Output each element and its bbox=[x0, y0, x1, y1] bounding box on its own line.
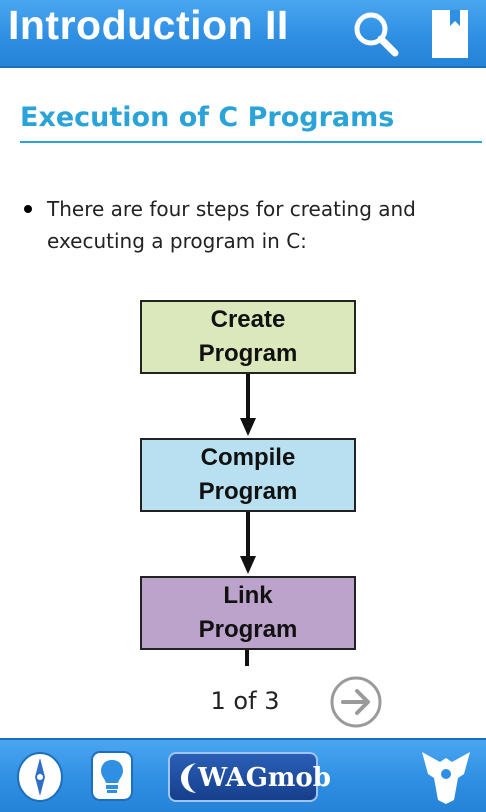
step-link-program: Link Program bbox=[140, 576, 356, 650]
page-title: Introduction II bbox=[8, 2, 289, 48]
crescent-icon bbox=[181, 763, 196, 793]
wagmob-logo[interactable]: WAGmob bbox=[168, 752, 331, 802]
section-divider bbox=[20, 141, 482, 143]
lightbulb-icon bbox=[91, 751, 133, 801]
down-arrow-icon bbox=[240, 512, 256, 574]
arrow-right-circle-icon bbox=[330, 676, 382, 728]
next-page-button[interactable] bbox=[328, 674, 384, 730]
compass-button[interactable] bbox=[14, 750, 66, 804]
bullet-icon bbox=[24, 205, 32, 213]
tips-button[interactable] bbox=[90, 750, 134, 802]
step-create-program: Create Program bbox=[140, 300, 356, 374]
search-icon bbox=[354, 12, 399, 57]
share-icon bbox=[422, 752, 470, 804]
share-button[interactable] bbox=[418, 748, 474, 806]
flow-connector bbox=[245, 650, 249, 666]
bookmark-button[interactable] bbox=[428, 8, 472, 60]
bottom-bar: WAGmob bbox=[0, 738, 486, 812]
step-compile-program: Compile Program bbox=[140, 438, 356, 512]
bullet-text: There are four steps for creating and ex… bbox=[47, 197, 416, 253]
search-button[interactable] bbox=[350, 8, 402, 58]
top-bar: Introduction II bbox=[0, 0, 486, 68]
brand-name: WAGmob bbox=[198, 763, 331, 793]
page-indicator: 1 of 3 bbox=[210, 687, 280, 715]
down-arrow-icon bbox=[240, 374, 256, 436]
bookmark-icon bbox=[432, 10, 468, 58]
compass-icon bbox=[17, 752, 63, 802]
section-title: Execution of C Programs bbox=[20, 102, 395, 133]
